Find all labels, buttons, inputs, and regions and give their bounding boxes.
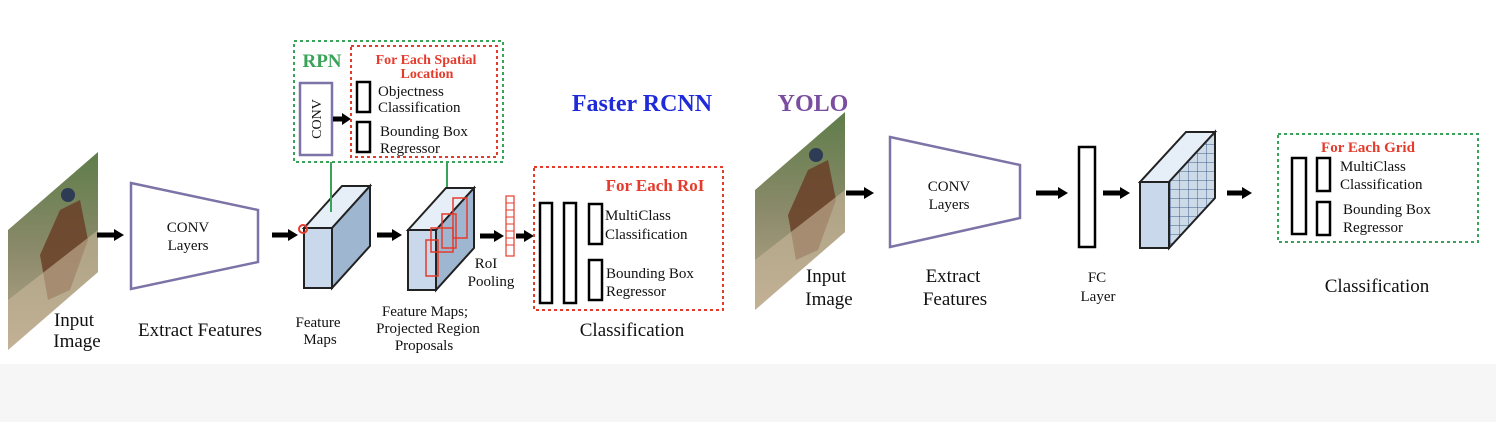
frcnn-input-label-2: Image — [53, 331, 100, 352]
yolo-title: YOLO — [778, 91, 849, 117]
rpn-bbox-2: Regressor — [380, 141, 440, 157]
frcnn-conv-layers — [131, 183, 258, 289]
bbox-bar — [589, 260, 602, 300]
yolo-fc-label-1: FC — [1088, 270, 1106, 286]
yolo-fc-layer-bar — [1079, 147, 1095, 247]
multiclass-bar — [1317, 158, 1330, 191]
bbox-bar — [357, 122, 370, 152]
rpn-bbox-1: Bounding Box — [380, 124, 468, 140]
arrow-right-icon — [97, 229, 124, 241]
frcnn-roi-pooling-label-1: RoI — [475, 256, 498, 272]
yolo-input-label-2: Image — [805, 289, 852, 310]
footer-bar — [0, 364, 1496, 422]
frcnn-conv-label-1: CONV — [167, 220, 210, 236]
arrow-right-icon — [1227, 187, 1252, 199]
yolo-bbox-1: Bounding Box — [1343, 202, 1431, 218]
frcnn-conv-label-2: Layers — [168, 238, 209, 254]
frcnn-roi-pooling-label-2: Pooling — [468, 274, 515, 290]
multiclass-bar — [589, 204, 602, 244]
yolo-output-grid-tensor — [1140, 132, 1215, 248]
roi-multiclass-2: Classification — [605, 227, 688, 243]
yolo-multiclass-2: Classification — [1340, 177, 1423, 193]
arrow-right-icon — [1103, 187, 1130, 199]
rpn-spatial-title-1: For Each Spatial — [376, 53, 477, 68]
frcnn-extract-label: Extract Features — [138, 320, 262, 341]
diagram-canvas: Input Image CONV Layers Extract Features… — [0, 0, 1496, 364]
roi-bbox-1: Bounding Box — [606, 266, 694, 282]
frcnn-projected-maps-box — [408, 188, 474, 290]
frcnn-projected-label-3: Proposals — [395, 338, 454, 354]
yolo-conv-label-2: Layers — [929, 197, 970, 213]
yolo-extract-label-2: Features — [923, 289, 987, 310]
arrow-right-icon — [516, 230, 534, 242]
yolo-input-label-1: Input — [806, 266, 847, 287]
frcnn-feature-maps-label-1: Feature — [296, 315, 341, 331]
arrow-right-icon — [1036, 187, 1068, 199]
yolo-grid-title: For Each Grid — [1321, 140, 1416, 156]
arrow-right-icon — [333, 113, 351, 125]
arrow-right-icon — [272, 229, 298, 241]
frcnn-feature-maps-label-2: Maps — [303, 332, 336, 348]
rpn-objectness-2: Classification — [378, 100, 461, 116]
frcnn-projected-label-1: Feature Maps; — [382, 304, 468, 320]
rpn-spatial-title-2: Location — [401, 67, 454, 82]
yolo-multiclass-1: MultiClass — [1340, 159, 1406, 175]
frcnn-projected-label-2: Projected Region — [376, 321, 480, 337]
yolo-classification-label: Classification — [1325, 276, 1430, 297]
arrow-right-icon — [377, 229, 402, 241]
fc-bar — [1292, 158, 1306, 234]
frcnn-input-label-1: Input — [54, 310, 95, 331]
bbox-bar — [1317, 202, 1330, 235]
roi-bbox-2: Regressor — [606, 284, 666, 300]
frcnn-feature-maps-box — [299, 186, 370, 288]
yolo-conv-label-1: CONV — [928, 179, 971, 195]
frcnn-roi-pooling-vector — [506, 196, 514, 256]
roi-multiclass-1: MultiClass — [605, 208, 671, 224]
rpn-conv-label: CONV — [310, 99, 325, 139]
yolo-extract-label-1: Extract — [926, 266, 982, 287]
roi-box-title: For Each RoI — [606, 176, 705, 195]
arrow-right-icon — [846, 187, 874, 199]
fc-bar — [564, 203, 576, 303]
faster-rcnn-title: Faster RCNN — [572, 91, 713, 117]
yolo-fc-label-2: Layer — [1081, 289, 1116, 305]
rpn-objectness-1: Objectness — [378, 84, 444, 100]
yolo-bbox-2: Regressor — [1343, 220, 1403, 236]
rpn-title: RPN — [302, 51, 341, 72]
frcnn-classification-label: Classification — [580, 320, 685, 341]
arrow-right-icon — [480, 230, 504, 242]
fc-bar — [540, 203, 552, 303]
objectness-bar — [357, 82, 370, 112]
